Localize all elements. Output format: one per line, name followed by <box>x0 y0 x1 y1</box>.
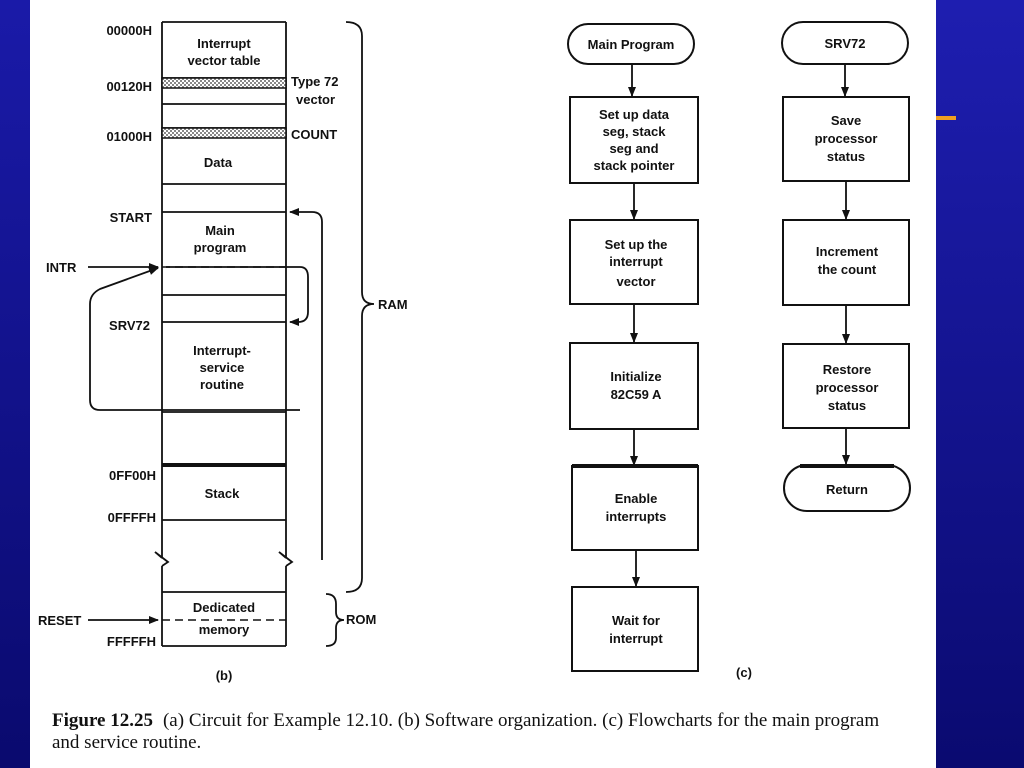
ram-brace <box>345 21 375 593</box>
block-stack: Stack <box>205 486 240 501</box>
label-rom: ROM <box>346 612 376 627</box>
panel-label-b: (b) <box>216 668 233 683</box>
srv-step1-line1: Save <box>831 113 861 128</box>
address-00000h: 00000H <box>106 23 152 38</box>
main-step2-line3: vector <box>616 274 655 289</box>
rom-brace <box>325 593 345 647</box>
address-01000h: 01000H <box>106 129 152 144</box>
srv-step3-line2: processor <box>816 380 879 395</box>
main-step1-line1: Set up data <box>599 107 670 122</box>
srv-step2-line1: Increment <box>816 244 879 259</box>
srv-step3-line3: status <box>828 398 866 413</box>
caption-figure-number: Figure 12.25 <box>52 710 153 731</box>
block-ivt-line1: Interrupt <box>197 36 251 51</box>
accent-bar <box>936 116 956 120</box>
address-0ffffh: 0FFFFH <box>108 510 156 525</box>
block-dedicated-line2: memory <box>199 622 250 637</box>
address-start: START <box>110 210 152 225</box>
srv72-label: SRV72 <box>825 36 866 51</box>
main-step-wait <box>571 586 699 672</box>
main-step-setup-vector <box>569 219 699 305</box>
srv-step1-line3: status <box>827 149 865 164</box>
main-step4-line1: Enable <box>615 491 658 506</box>
signal-intr: INTR <box>46 260 77 275</box>
slide-background-right <box>936 0 1024 768</box>
block-main-line2: program <box>194 240 247 255</box>
caption-text: (a) Circuit for Example 12.10. (b) Softw… <box>52 710 880 753</box>
isr-return-arrow <box>89 267 300 411</box>
srv-step-save-status <box>782 96 910 182</box>
main-program-terminal <box>567 23 695 65</box>
main-step3-line1: Initialize <box>610 369 661 384</box>
address-srv72: SRV72 <box>109 318 150 333</box>
flowchart-srv72: SRV72 Save processor status Increment th… <box>781 21 911 512</box>
count-cell <box>161 127 287 139</box>
label-ram: RAM <box>378 297 408 312</box>
block-isr-line2: service <box>200 360 245 375</box>
address-00120h: 00120H <box>106 79 152 94</box>
figure-caption: Figure 12.25(a) Circuit for Example 12.1… <box>52 710 892 754</box>
main-step1-line3: seg and <box>609 141 658 156</box>
srv-step2-line2: the count <box>818 262 877 277</box>
main-step2-line2: interrupt <box>609 254 663 269</box>
address-fffffh: FFFFFH <box>107 634 156 649</box>
main-step1-line2: seg, stack <box>603 124 667 139</box>
type72-vector-cell <box>161 77 287 89</box>
label-type72-line1: Type 72 <box>291 74 338 89</box>
label-count: COUNT <box>291 127 337 142</box>
panel-label-c: (c) <box>736 665 752 680</box>
block-isr-line1: Interrupt- <box>193 343 251 358</box>
main-step-setup-segments <box>569 96 699 184</box>
loop-to-start-arrow <box>289 208 323 560</box>
srv-step-increment <box>782 219 910 306</box>
main-step5-line2: interrupt <box>609 631 663 646</box>
main-step1-line4: stack pointer <box>594 158 675 173</box>
memory-break-left <box>154 551 170 567</box>
main-step-initialize <box>569 342 699 430</box>
main-step5-line1: Wait for <box>612 613 660 628</box>
block-main-line1: Main <box>205 223 235 238</box>
main-step-enable <box>571 465 699 551</box>
main-step3-line2: 82C59 A <box>611 387 662 402</box>
srv-step3-line1: Restore <box>823 362 871 377</box>
srv-step-restore-status <box>782 343 910 429</box>
flowchart-main: Main Program Set up data seg, stack seg … <box>567 23 752 680</box>
block-data: Data <box>204 155 233 170</box>
intr-to-srv72-arrow <box>166 266 309 326</box>
signal-reset: RESET <box>38 613 81 628</box>
block-isr-line3: routine <box>200 377 244 392</box>
memory-map: Interrupt vector table Data Main program… <box>38 21 408 683</box>
address-0ff00h: 0FF00H <box>109 468 156 483</box>
main-step4-line2: interrupts <box>606 509 667 524</box>
srv-step1-line2: processor <box>815 131 878 146</box>
label-type72-line2: vector <box>296 92 335 107</box>
memory-break-right <box>278 551 294 567</box>
block-ivt-line2: vector table <box>188 53 261 68</box>
main-step2-line1: Set up the <box>605 237 668 252</box>
slide-background-left <box>0 0 30 768</box>
main-program-label: Main Program <box>588 37 675 52</box>
block-dedicated-line1: Dedicated <box>193 600 255 615</box>
return-label: Return <box>826 482 868 497</box>
